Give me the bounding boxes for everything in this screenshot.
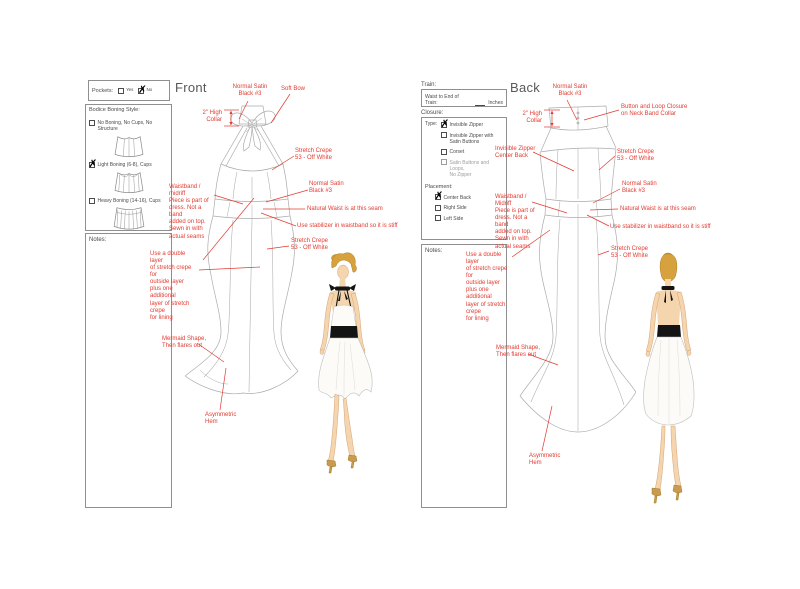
boning-light-label: Light Boning (6-8), Cups	[97, 162, 152, 168]
annotation-front-crepe-skirt: Stretch Crepe 53 - Off White	[291, 238, 329, 252]
pockets-panel: Pockets: Yes No	[88, 80, 170, 101]
right-side-checkbox[interactable]	[435, 204, 441, 211]
annotation-front-double-layer: Use a double layer of stretch crepe for …	[150, 251, 192, 321]
zipper-satin-buttons-checkbox[interactable]	[441, 132, 447, 138]
train-panel: Waist to End of Train: Inches	[421, 89, 507, 107]
closure-type-zipper-satin-buttons[interactable]: Invisible Zipper with Satin Buttons	[441, 132, 503, 145]
croquis-back-figure	[643, 252, 695, 504]
placement-center-back[interactable]: Center Back	[435, 190, 503, 203]
train-unit-label: Inches	[488, 100, 503, 106]
pockets-yes-checkbox[interactable]	[118, 87, 125, 94]
annotation-back-stabilizer: Use stabilizer in waistband so it is sti…	[610, 224, 711, 230]
annotation-back-crepe-skirt: Stretch Crepe 53 - Off White	[611, 246, 649, 260]
annotation-back-waistband-note: Waistband / Midriff Piece is part of dre…	[495, 194, 535, 250]
annotation-front-asymmetric-hem: Asymmetric Hem	[205, 412, 237, 426]
invisible-zipper-checkbox[interactable]	[441, 118, 450, 131]
closure-type-label: Type:	[425, 121, 438, 127]
right-notes-label: Notes:	[425, 248, 443, 254]
pockets-yes-label: Yes	[126, 87, 134, 93]
annotation-leader-lines	[196, 93, 621, 452]
annotation-front-natural-waist: Natural Waist is at this seam	[307, 206, 383, 212]
boning-none-label: No Boning, No Cups, No Structure	[97, 120, 153, 132]
corset-checkbox[interactable]	[441, 148, 447, 155]
closure-type-buttons-loops[interactable]: Satin Buttons and Loops, No Zipper	[441, 159, 503, 178]
closure-placement-label: Placement:	[425, 184, 453, 190]
left-side-checkbox[interactable]	[435, 215, 441, 221]
annotation-front-fabric-collar: Normal Satin Black #3	[232, 84, 268, 98]
croquis-front-figure	[318, 252, 373, 474]
annotation-back-fabric-collar: Normal Satin Black #3	[552, 84, 588, 98]
left-notes-label: Notes:	[89, 237, 107, 243]
buttons-loops-checkbox[interactable]	[441, 159, 447, 165]
left-side-label: Left Side	[443, 215, 464, 222]
annotation-back-mermaid-shape: Mermaid Shape, Then flares out	[496, 345, 541, 359]
train-label: Train:	[421, 82, 437, 88]
bodice-boning-panel: Bodice Boning Style: No Boning, No Cups,…	[85, 104, 172, 231]
pockets-no-label: No	[146, 87, 153, 93]
invisible-zipper-label: Invisible Zipper	[449, 122, 484, 128]
placement-left-side[interactable]: Left Side	[435, 215, 503, 222]
back-view-title: Back	[510, 80, 541, 95]
annotation-front-satin-waistband: Normal Satin Black #3	[309, 181, 344, 195]
front-dress-sketch	[184, 105, 299, 395]
annotation-back-invisible-zipper: Invisible Zipper Center Back	[495, 146, 536, 160]
train-length-input[interactable]	[475, 101, 486, 106]
left-notes-panel[interactable]: Notes:	[85, 233, 172, 508]
annotation-back-button-loop: Button and Loop Closure on Neck Band Col…	[621, 104, 688, 118]
closure-type-corset[interactable]: Corset	[441, 148, 503, 155]
bodice-boning-title: Bodice Boning Style:	[89, 107, 140, 113]
bustier-plain-icon	[89, 133, 168, 159]
front-view-title: Front	[175, 80, 207, 95]
center-back-checkbox[interactable]	[435, 190, 444, 203]
buttons-loops-label: Satin Buttons and Loops, No Zipper	[449, 159, 489, 178]
boning-heavy-checkbox[interactable]	[89, 197, 95, 204]
train-field-label: Waist to End of Train:	[425, 94, 459, 106]
placement-right-side[interactable]: Right Side	[435, 204, 503, 211]
annotation-front-high-collar: 2" High Collar	[202, 110, 222, 124]
zipper-satin-buttons-label: Invisible Zipper with Satin Buttons	[449, 132, 494, 145]
pockets-label: Pockets:	[92, 87, 114, 94]
annotation-front-mermaid-shape: Mermaid Shape, Then flares out	[162, 336, 207, 350]
annotation-back-double-layer: Use a double layer of stretch crepe for …	[466, 252, 508, 322]
bustier-light-boning-icon	[89, 169, 168, 195]
annotation-back-natural-waist: Natural Waist is at this seam	[620, 206, 696, 212]
boning-heavy-label: Heavy Boning (14-16), Cups	[97, 198, 161, 204]
boning-none-checkbox[interactable]	[89, 119, 95, 126]
boning-option-light[interactable]: Light Boning (6-8), Cups	[89, 158, 168, 171]
bustier-heavy-boning-icon	[89, 205, 168, 231]
annotation-front-crepe-bodice: Stretch Crepe 53 - Off White	[295, 148, 333, 162]
center-back-label: Center Back	[443, 194, 472, 201]
annotation-back-high-collar: 2" High Collar	[522, 111, 542, 125]
pockets-no-checkbox[interactable]	[138, 84, 147, 96]
annotation-front-soft-bow: Soft Bow	[281, 86, 306, 92]
annotation-back-asymmetric-hem: Asymmetric Hem	[529, 453, 561, 467]
right-side-label: Right Side	[443, 205, 467, 211]
boning-option-none[interactable]: No Boning, No Cups, No Structure	[89, 119, 168, 132]
closure-panel: Type: Invisible Zipper Invisible Zipper …	[421, 117, 507, 240]
closure-type-invisible-zipper[interactable]: Invisible Zipper	[441, 118, 484, 131]
annotation-back-crepe-bodice: Stretch Crepe 53 - Off White	[617, 149, 655, 163]
boning-option-heavy[interactable]: Heavy Boning (14-16), Cups	[89, 197, 168, 204]
boning-light-checkbox[interactable]	[89, 158, 98, 171]
annotation-front-waistband-note: Waistband / midriff Piece is part of dre…	[169, 184, 209, 240]
annotation-front-stabilizer: Use stabilizer in waistband so it is sti…	[297, 223, 398, 229]
corset-label: Corset	[449, 149, 465, 155]
right-notes-panel[interactable]: Notes:	[421, 244, 507, 508]
closure-label: Closure:	[421, 110, 444, 116]
annotation-back-satin-waistband: Normal Satin Black #3	[622, 181, 657, 195]
